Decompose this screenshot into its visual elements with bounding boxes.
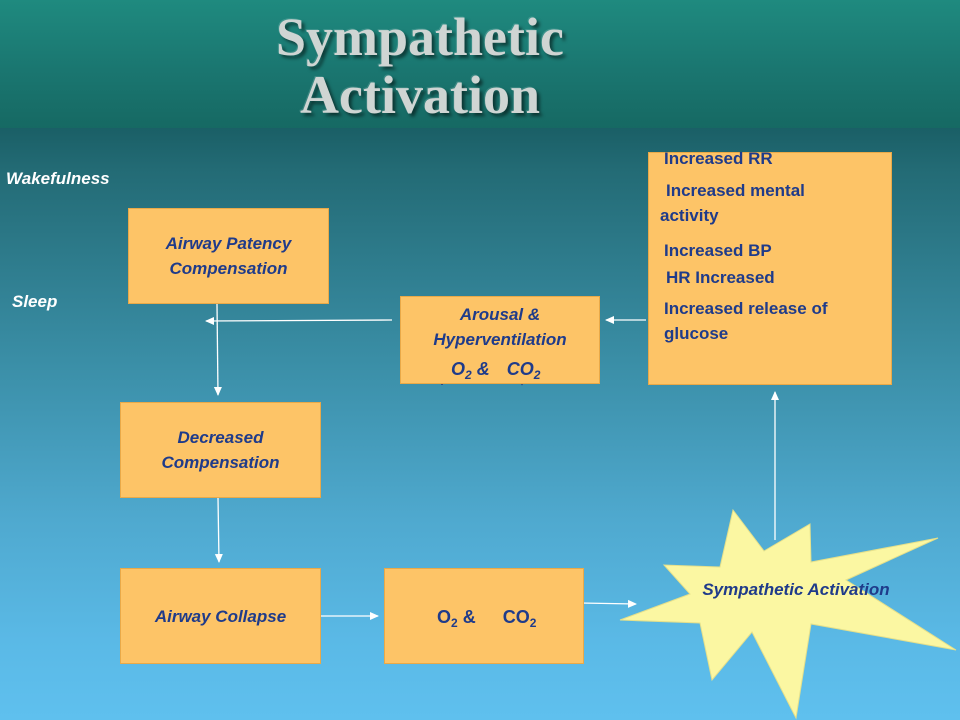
airway-patency-line-2: Compensation	[169, 259, 288, 278]
o2-text-top: O	[451, 359, 466, 379]
arrow-gases-to-sympathetic	[579, 599, 637, 608]
arrow-patency-to-decreased	[213, 303, 222, 396]
arousal-line-1: Arousal &	[459, 305, 541, 324]
co2-subscript-top: 2	[533, 368, 541, 382]
co2-text-top: CO	[506, 359, 534, 379]
arousal-line-2: Hyperventilation	[433, 330, 567, 349]
airway-patency-box: Airway Patency Compensation	[128, 208, 329, 304]
decreased-compensation-box: Decreased Compensation	[120, 402, 321, 498]
o2-subscript-top: 2	[465, 368, 472, 382]
effect-glucose: glucose	[664, 324, 729, 343]
airway-patency-line-1: Airway Patency	[165, 234, 292, 253]
gas-change-text-bottom: O2 & CO2	[437, 605, 536, 635]
amp-text-top: &	[476, 359, 490, 379]
effect-increased-bp: Increased BP	[664, 241, 772, 260]
sympathetic-activation-star	[619, 508, 957, 720]
sympathetic-activation-label: Sympathetic Activation	[702, 580, 890, 599]
decreased-line-2: Compensation	[161, 453, 280, 472]
arrow-decreased-to-collapse	[214, 497, 223, 563]
airway-collapse-label: Airway Collapse	[154, 606, 287, 626]
wakefulness-label: Wakefulness	[6, 169, 110, 188]
amp-text: &	[462, 607, 476, 627]
effect-glucose-release: Increased release of	[664, 299, 828, 318]
o2-subscript: 2	[451, 616, 458, 630]
co2-text: CO	[502, 607, 530, 627]
effect-increased-mental: Increased mental	[666, 181, 805, 200]
gas-change-text-top: O2 & CO2	[451, 357, 540, 387]
airway-collapse-box: Airway Collapse	[120, 568, 321, 664]
slide-title: Sympathetic Activation	[200, 8, 640, 124]
effect-increased-rr: Increased RR	[664, 149, 773, 168]
title-line-1: Sympathetic	[276, 7, 564, 67]
arousal-box: Arousal & Hyperventilation	[400, 296, 600, 384]
title-band	[0, 0, 960, 128]
physiological-effects-box	[648, 152, 892, 385]
title-line-2: Activation	[300, 65, 540, 125]
sleep-label: Sleep	[12, 292, 58, 311]
decreased-line-1: Decreased	[177, 428, 264, 447]
co2-subscript: 2	[529, 616, 537, 630]
gas-change-box	[384, 568, 584, 664]
effect-activity: activity	[660, 206, 719, 225]
effect-hr-increased: HR Increased	[666, 268, 775, 287]
o2-text: O	[437, 607, 452, 627]
arrow-arousal-to-patency	[205, 316, 393, 325]
